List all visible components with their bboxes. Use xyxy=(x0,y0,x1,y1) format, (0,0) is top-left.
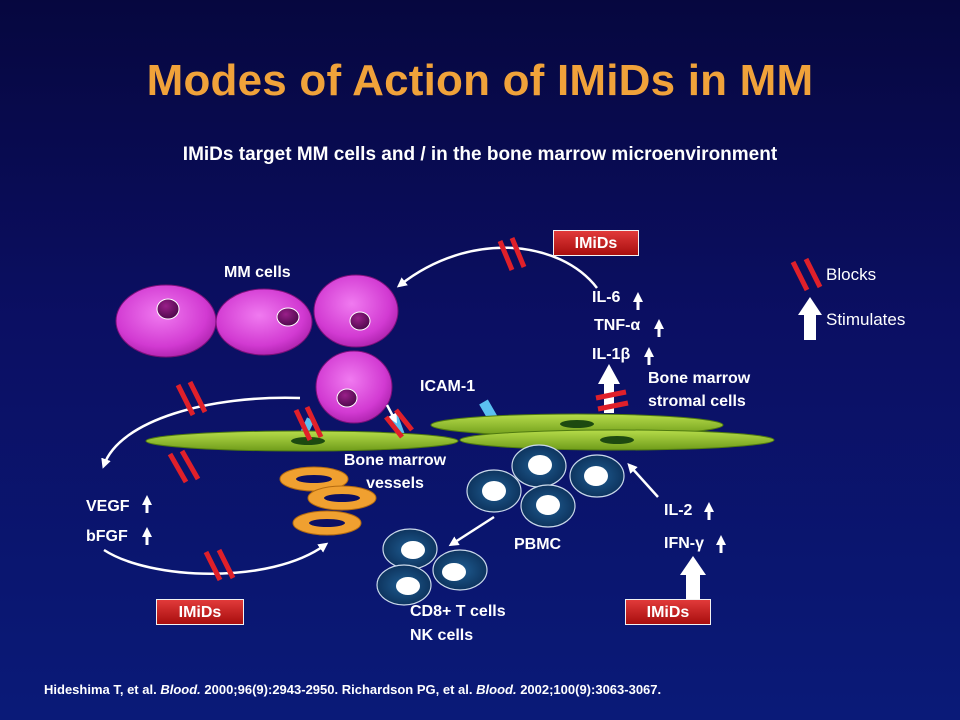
il1b-label: IL-1β xyxy=(592,346,631,363)
stromal-cell xyxy=(145,430,459,452)
reference-footer: Hideshima T, et al. Blood. 2000;96(9):29… xyxy=(44,682,661,697)
arrow-mm-to-vegf xyxy=(101,396,301,469)
cd8-cell xyxy=(376,564,432,606)
up-arrow-icon xyxy=(654,319,664,337)
arrow-vegf-to-vessels xyxy=(103,542,329,575)
up-arrow-icon xyxy=(704,502,714,520)
ref1-journal: Blood. xyxy=(160,682,201,697)
up-arrow-icon xyxy=(142,527,152,545)
mm-cells-label: MM cells xyxy=(224,264,291,281)
nk-label: NK cells xyxy=(410,627,474,644)
block-mark xyxy=(203,548,236,582)
ref1-detail: 2000;96(9):2943-2950. xyxy=(204,682,339,697)
ifng-label: IFN-γ xyxy=(664,535,704,552)
mm-cell xyxy=(313,274,399,348)
stimulate-arrow-ifng xyxy=(680,556,706,600)
arrow-cytokines-to-mm xyxy=(396,246,598,289)
block-mark xyxy=(497,237,527,271)
cd8-label: CD8+ T cells xyxy=(410,603,506,620)
ref2-journal: Blood. xyxy=(476,682,517,697)
vegf-label: VEGF xyxy=(86,498,130,515)
slide-subtitle: IMiDs target MM cells and / in the bone … xyxy=(182,144,778,165)
tnfa-label: TNF-α xyxy=(594,317,641,334)
block-mark xyxy=(175,380,208,417)
up-arrow-icon xyxy=(716,535,726,553)
legend-block-icon xyxy=(790,257,823,292)
vessels-label-line1: Bone marrow xyxy=(343,452,447,469)
legend-stimulate-icon xyxy=(798,297,822,340)
stromal-label-line1: Bone marrow xyxy=(648,370,751,387)
up-arrow-icon xyxy=(644,347,654,365)
icam1-label: ICAM-1 xyxy=(420,378,476,395)
block-mark xyxy=(595,389,629,412)
pbmc-label: PBMC xyxy=(514,536,562,553)
arrow-il2-to-pbmc xyxy=(627,463,659,498)
up-arrow-icon xyxy=(142,495,152,513)
ref2-detail: 2002;100(9):3063-3067. xyxy=(520,682,662,697)
block-mark xyxy=(384,408,414,439)
slide-title: Modes of Action of IMiDs in MM xyxy=(146,56,814,105)
block-mark xyxy=(293,405,324,442)
pbmc-cell xyxy=(520,484,576,528)
pbmc-cell xyxy=(466,469,522,513)
legend-stimulates-label: Stimulates xyxy=(826,310,906,329)
up-arrow-icon xyxy=(633,292,643,310)
mm-cell xyxy=(115,284,217,358)
legend-blocks-label: Blocks xyxy=(826,265,877,284)
arrow-pbmc-to-cd8 xyxy=(448,515,495,547)
mm-cell xyxy=(315,350,393,424)
vessel xyxy=(292,510,362,536)
bfgf-label: bFGF xyxy=(86,528,128,545)
vessels-label-line2: vessels xyxy=(366,475,424,492)
imids-box-top: IMiDs xyxy=(553,230,639,256)
ref2-authors: Richardson PG, et al. xyxy=(341,682,473,697)
cd8-cell xyxy=(382,528,438,570)
stromal-label-line2: stromal cells xyxy=(648,393,746,410)
il2-label: IL-2 xyxy=(664,502,693,519)
block-mark xyxy=(167,449,201,484)
arrow-mm-to-icam xyxy=(385,404,397,424)
imids-box-bottom-right: IMiDs xyxy=(625,599,711,625)
stromal-cell xyxy=(459,429,775,451)
vessel xyxy=(307,485,377,511)
imids-box-bottom-left: IMiDs xyxy=(156,599,244,625)
pbmc-cell xyxy=(511,444,567,488)
stimulate-arrow-stromal xyxy=(598,364,620,413)
ref1-authors: Hideshima T, et al. xyxy=(44,682,157,697)
mm-cell xyxy=(215,288,313,356)
pbmc-cell xyxy=(569,454,625,498)
il6-label: IL-6 xyxy=(592,289,621,306)
nk-cell xyxy=(432,549,488,591)
